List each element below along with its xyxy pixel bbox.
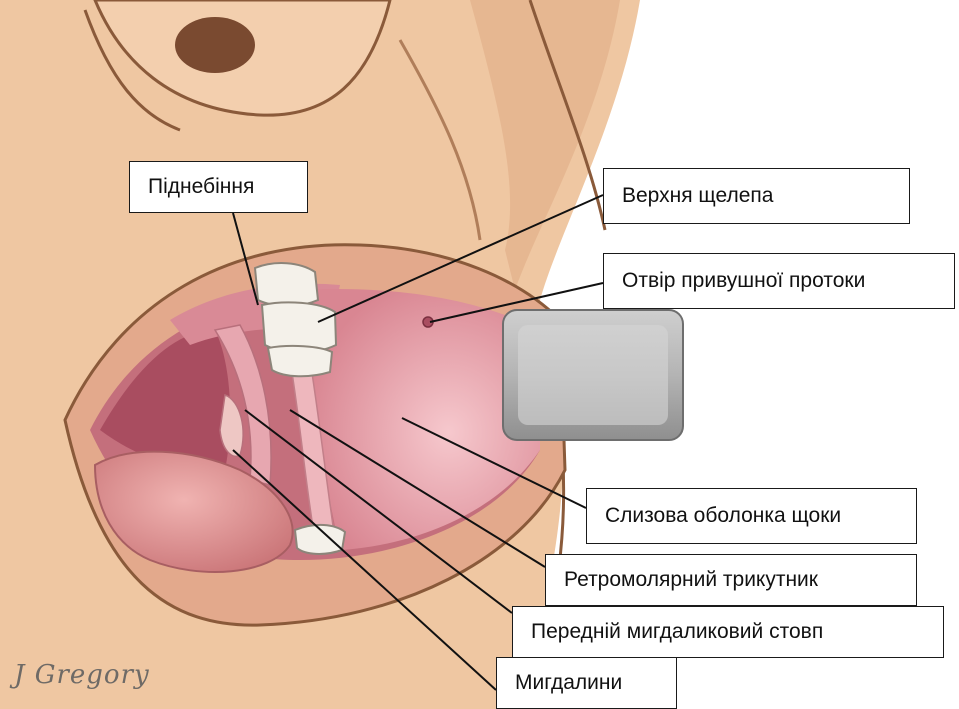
label-palate: Піднебіння [129,161,308,213]
upper-molar-1 [255,263,318,306]
label-retromolar-trigone: Ретромолярний трикутник [545,554,917,606]
label-upper-jaw: Верхня щелепа [603,168,910,224]
upper-molar-3 [268,346,332,376]
label-tonsils: Мигдалини [496,657,677,709]
retractor-highlight [518,325,668,425]
label-parotid-duct-opening: Отвір привушної протоки [603,253,955,309]
nostril [175,17,255,73]
label-anterior-tonsillar-pillar: Передній мигдаликовий стовп [512,606,944,658]
artist-signature: J Gregory [14,660,150,690]
upper-molar-2 [262,302,336,352]
label-buccal-mucosa: Слизова оболонка щоки [586,488,917,544]
